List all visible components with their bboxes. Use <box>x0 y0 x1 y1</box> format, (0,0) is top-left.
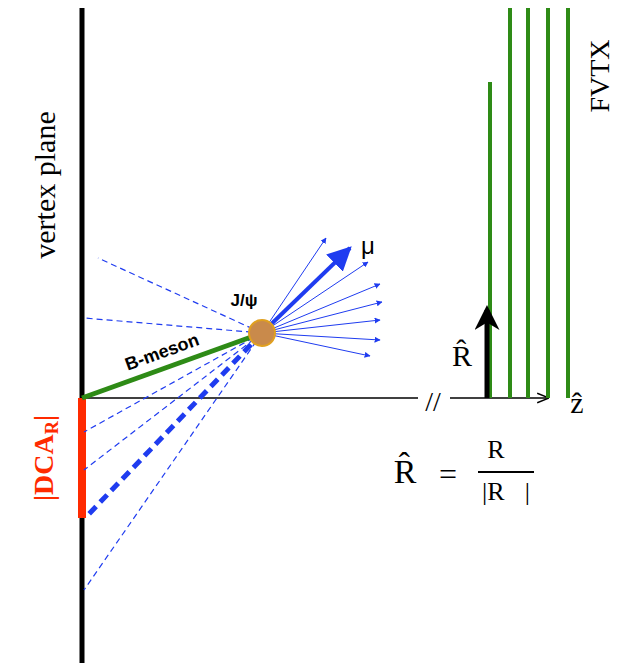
vertex-plane-line <box>80 8 85 663</box>
dashed-projections <box>84 258 262 590</box>
muon-arrow <box>262 248 350 333</box>
formula-term: = <box>439 458 457 490</box>
label-text: // <box>425 386 441 417</box>
detector-label: FVTX <box>586 39 614 112</box>
dca-bar <box>78 398 86 518</box>
label-text: vertex plane <box>28 111 61 258</box>
axis-break: // <box>425 388 441 416</box>
label-text: μ <box>361 232 375 259</box>
label-text: |R⃗| <box>482 477 530 506</box>
dca-label: |DCAR| <box>30 415 61 501</box>
z-axis <box>82 397 418 399</box>
plane-label: vertex plane <box>30 111 60 258</box>
label-text: R̂ <box>394 453 417 490</box>
fraction-bar <box>478 471 534 473</box>
label-text: R̂ <box>452 339 472 372</box>
particle-label: J/ψ <box>231 292 258 309</box>
vector-label: R̂ <box>452 341 472 371</box>
formula-term: R̂ <box>394 455 417 489</box>
label-text: = <box>439 456 457 492</box>
axis-label: ẑ <box>570 388 583 418</box>
label-text: | <box>28 415 59 421</box>
jpsi-dot <box>249 320 275 346</box>
r-hat-arrow <box>485 310 490 398</box>
fvtx-planes <box>490 8 568 398</box>
particle-label: μ <box>361 234 375 258</box>
label-text: |DCA <box>28 434 59 501</box>
formula-term: R⃗ <box>487 437 525 463</box>
label-text: ẑ <box>570 386 583 419</box>
label-text: J/ψ <box>231 291 258 310</box>
label-text: R⃗ <box>487 435 525 464</box>
subscript: R <box>41 421 61 434</box>
label-text: FVTX <box>584 39 615 112</box>
formula-term: |R⃗| <box>482 479 530 505</box>
z-axis <box>450 397 548 399</box>
